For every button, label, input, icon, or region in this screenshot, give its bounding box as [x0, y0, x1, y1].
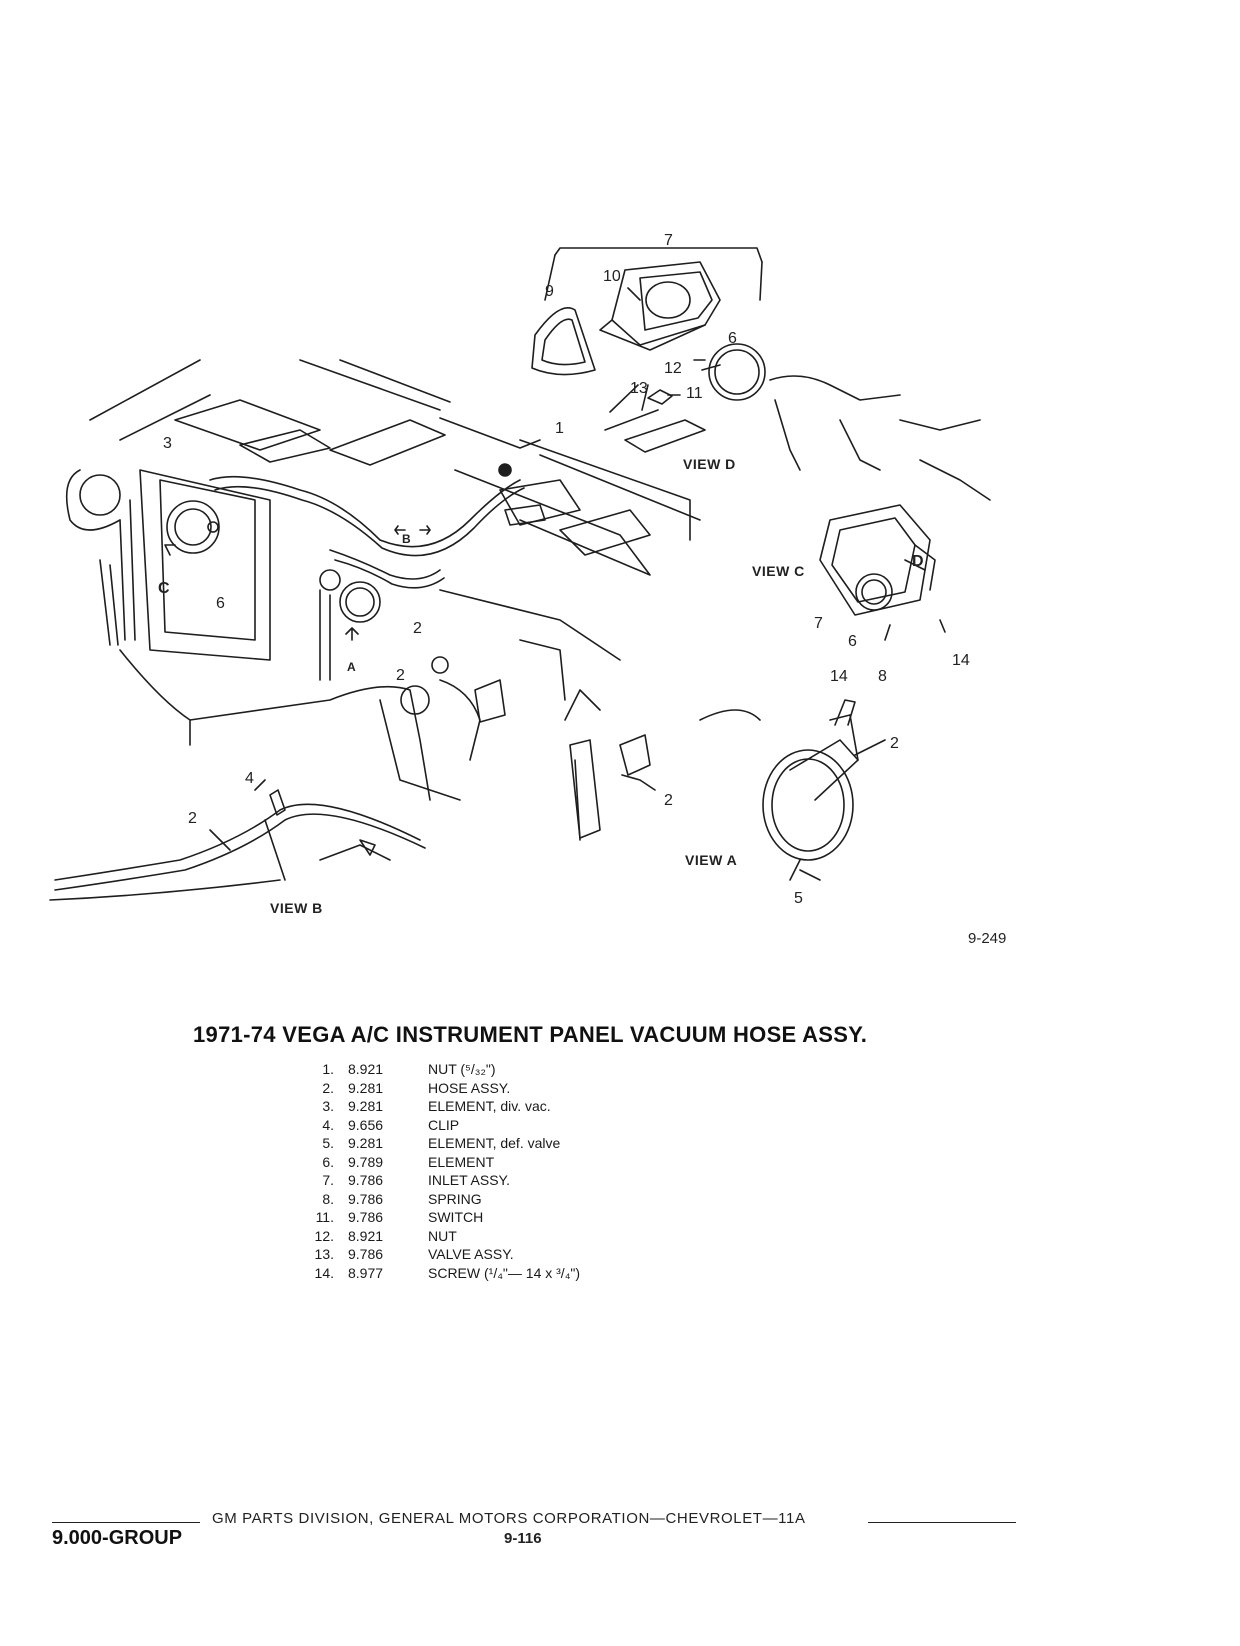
part-code: 9.281: [348, 1135, 384, 1151]
callout-7-view-c: 7: [814, 615, 823, 632]
part-description: ELEMENT, div. vac.: [428, 1098, 551, 1114]
callout-2-lower: 2: [396, 667, 405, 684]
part-number: 4.: [322, 1116, 334, 1133]
view-b-detail: [49, 779, 426, 901]
part-number: 13.: [314, 1246, 334, 1262]
part-number: 7.: [322, 1172, 334, 1188]
part-description: VALVE ASSY.: [428, 1246, 514, 1262]
part-description: NUT: [428, 1227, 457, 1244]
callout-12: 12: [664, 360, 682, 377]
callout-7: 7: [664, 232, 673, 249]
footer-group-label: 9.000-GROUP: [52, 1527, 183, 1549]
callout-4: 4: [245, 770, 254, 787]
part-number: 1.: [322, 1061, 334, 1077]
part-code: 9.281: [348, 1098, 384, 1114]
part-number: 6.: [322, 1153, 334, 1170]
part-description: INLET ASSY.: [428, 1172, 510, 1188]
parts-list-row: 12. 8.921 NUT: [300, 1227, 580, 1246]
part-code: 9.789: [348, 1153, 384, 1170]
part-description: SPRING: [428, 1190, 482, 1207]
parts-list-row: 11. 9.786 SWITCH: [300, 1208, 580, 1227]
part-code: 9.281: [348, 1079, 384, 1096]
callout-6-main: 6: [216, 595, 225, 612]
part-description: ELEMENT: [428, 1153, 495, 1170]
callout-5: 5: [794, 890, 803, 907]
parts-list-row: 6. 9.789 ELEMENT: [300, 1153, 580, 1172]
callout-3: 3: [163, 435, 172, 452]
exploded-view-illustration: [49, 247, 991, 901]
callout-13: 13: [630, 380, 648, 397]
view-marker-a: A: [347, 660, 356, 674]
part-description: CLIP: [428, 1116, 460, 1133]
footer-rule-right: [868, 1522, 1016, 1523]
part-number: 8.: [322, 1190, 334, 1207]
view-a-detail: [569, 699, 886, 881]
view-d-label: VIEW D: [683, 456, 736, 472]
footer-rule-left: [52, 1522, 200, 1523]
parts-list-row: 13. 9.786 VALVE ASSY.: [300, 1245, 580, 1264]
view-d-detail: [531, 247, 766, 453]
view-marker-b: B: [402, 532, 411, 546]
callout-6: 6: [728, 330, 737, 347]
callout-1: 1: [555, 420, 564, 437]
parts-list-row: 2. 9.281 HOSE ASSY.: [300, 1079, 580, 1098]
part-description: HOSE ASSY.: [428, 1079, 511, 1096]
part-code: 9.786: [348, 1209, 384, 1225]
part-code: 8.977: [348, 1264, 384, 1281]
view-a-label: VIEW A: [685, 852, 738, 868]
part-number: 5.: [322, 1135, 334, 1151]
parts-list-row: 1. 8.921 NUT (⁵/₃₂"): [300, 1060, 580, 1079]
footer-page-number: 9-116: [504, 1530, 542, 1547]
parts-list-row: 8. 9.786 SPRING: [300, 1190, 580, 1209]
part-code: 9.786: [348, 1246, 384, 1262]
parts-list-row: 7. 9.786 INLET ASSY.: [300, 1171, 580, 1190]
callout-10: 10: [603, 268, 621, 285]
figure-number: 9-249: [968, 930, 1007, 947]
view-b-label: VIEW B: [270, 900, 323, 916]
main-assembly-drawing: [65, 359, 701, 801]
parts-list-row: 3. 9.281 ELEMENT, div. vac.: [300, 1097, 580, 1116]
callout-2-view-a-right: 2: [890, 735, 899, 752]
callout-14-view-c-right: 14: [952, 652, 970, 669]
view-marker-d: D: [912, 553, 924, 570]
part-number: 11.: [315, 1209, 334, 1225]
parts-list-row: 5. 9.281 ELEMENT, def. valve: [300, 1134, 580, 1153]
part-number: 2.: [322, 1079, 334, 1096]
callout-11: 11: [686, 385, 703, 402]
part-code: 8.921: [348, 1061, 384, 1077]
callout-6-view-c: 6: [848, 633, 857, 650]
part-number: 12.: [314, 1227, 334, 1244]
view-c-label: VIEW C: [752, 563, 805, 579]
callout-2-view-b: 2: [188, 810, 197, 827]
parts-list-row: 4. 9.656 CLIP: [300, 1116, 580, 1135]
part-number: 3.: [322, 1098, 334, 1114]
view-c-detail: [769, 375, 991, 641]
page-title: 1971-74 VEGA A/C INSTRUMENT PANEL VACUUM…: [193, 1022, 868, 1047]
part-description: NUT (⁵/₃₂"): [428, 1061, 496, 1077]
callout-9: 9: [545, 283, 554, 300]
part-number: 14.: [314, 1264, 334, 1281]
footer-publisher: GM PARTS DIVISION, GENERAL MOTORS CORPOR…: [212, 1510, 806, 1527]
part-code: 9.786: [348, 1190, 384, 1207]
callout-14-view-c-left: 14: [830, 668, 848, 685]
parts-list-row: 14. 8.977 SCREW (¹/₄"— 14 x ³/₄"): [300, 1264, 581, 1283]
view-marker-c: C: [158, 580, 170, 597]
callout-2-view-a-left: 2: [664, 792, 673, 809]
callout-2-main: 2: [413, 620, 422, 637]
part-code: 9.786: [348, 1172, 384, 1188]
parts-list: 1. 8.921 NUT (⁵/₃₂") 2. 9.281 HOSE ASSY. 3. 9…: [300, 1060, 581, 1283]
part-code: 8.921: [348, 1227, 384, 1244]
part-code: 9.656: [348, 1116, 384, 1133]
part-description: ELEMENT, def. valve: [428, 1135, 561, 1151]
part-description: SWITCH: [428, 1209, 484, 1225]
callout-8: 8: [878, 668, 887, 685]
part-description: SCREW (¹/₄"— 14 x ³/₄"): [428, 1264, 581, 1281]
